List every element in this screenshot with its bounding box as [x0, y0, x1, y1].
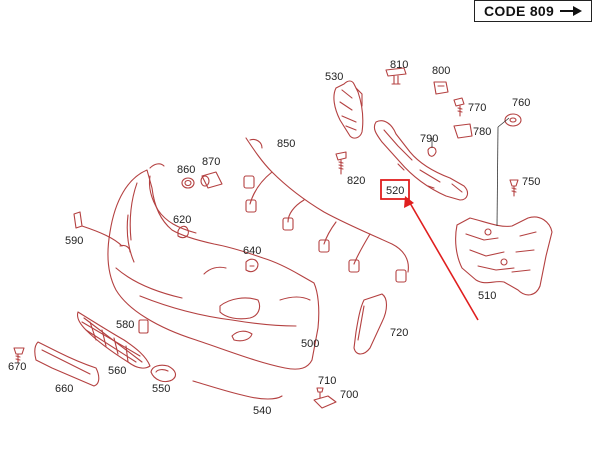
- label-710: 710: [318, 375, 336, 387]
- label-540: 540: [253, 405, 271, 417]
- part-700-shape: [313, 395, 337, 409]
- part-640-shape: [245, 258, 259, 273]
- part-870-shape: [200, 171, 223, 189]
- part-590-shape: [73, 211, 123, 247]
- label-790: 790: [420, 133, 438, 145]
- part-580-shape: [138, 319, 149, 334]
- part-770-shape: [453, 97, 465, 117]
- label-550: 550: [152, 383, 170, 395]
- label-520: 520: [386, 185, 404, 197]
- leader-760b: [497, 117, 510, 128]
- right-arrow-icon: [560, 6, 583, 16]
- part-540-shape: [192, 380, 283, 400]
- highlight-box: [380, 179, 410, 200]
- part-820-shape: [335, 151, 347, 175]
- highlight-520: [380, 179, 479, 321]
- part-520-shape: [373, 120, 469, 201]
- part-670-shape: [13, 347, 25, 363]
- label-780: 780: [473, 126, 491, 138]
- part-labels: 500 510 520 530 540 550 560 580 590 620 …: [8, 59, 540, 417]
- part-860-shape: [181, 177, 195, 189]
- label-620: 620: [173, 214, 191, 226]
- part-810-shape: [385, 67, 407, 85]
- label-580: 580: [116, 319, 134, 331]
- label-590: 590: [65, 235, 83, 247]
- label-560: 560: [108, 365, 126, 377]
- part-620-shape: [177, 225, 189, 239]
- part-510-shape: [455, 216, 553, 296]
- part-720-shape: [353, 293, 388, 355]
- part-550-shape: [150, 364, 177, 383]
- label-670: 670: [8, 361, 26, 373]
- leader-760: [496, 126, 499, 227]
- label-660: 660: [55, 383, 73, 395]
- label-800: 800: [432, 65, 450, 77]
- label-720: 720: [390, 327, 408, 339]
- label-500: 500: [301, 338, 319, 350]
- part-660-shape: [34, 341, 100, 387]
- pointer-arrowhead-icon: [404, 196, 414, 208]
- label-530: 530: [325, 71, 343, 83]
- label-770: 770: [468, 102, 486, 114]
- part-780-shape: [453, 123, 473, 139]
- label-640: 640: [243, 245, 261, 257]
- part-790-shape: [427, 146, 437, 157]
- label-510: 510: [478, 290, 496, 302]
- label-870: 870: [202, 156, 220, 168]
- code-label: CODE 809: [484, 3, 555, 19]
- pointer-arrow-shaft: [409, 202, 479, 321]
- part-500-shape: [107, 163, 320, 370]
- code-badge: CODE 809: [474, 0, 592, 22]
- part-760-shape: [504, 113, 522, 127]
- part-560-shape: [76, 311, 151, 369]
- label-860: 860: [177, 164, 195, 176]
- part-710-shape: [316, 387, 324, 399]
- part-530-shape: [333, 80, 364, 139]
- part-850-shape: [243, 137, 409, 283]
- part-800-shape: [433, 81, 449, 95]
- label-850: 850: [277, 138, 295, 150]
- label-760: 760: [512, 97, 530, 109]
- label-820: 820: [347, 175, 365, 187]
- label-750: 750: [522, 176, 540, 188]
- label-810: 810: [390, 59, 408, 71]
- label-700: 700: [340, 389, 358, 401]
- part-750-shape: [509, 179, 519, 197]
